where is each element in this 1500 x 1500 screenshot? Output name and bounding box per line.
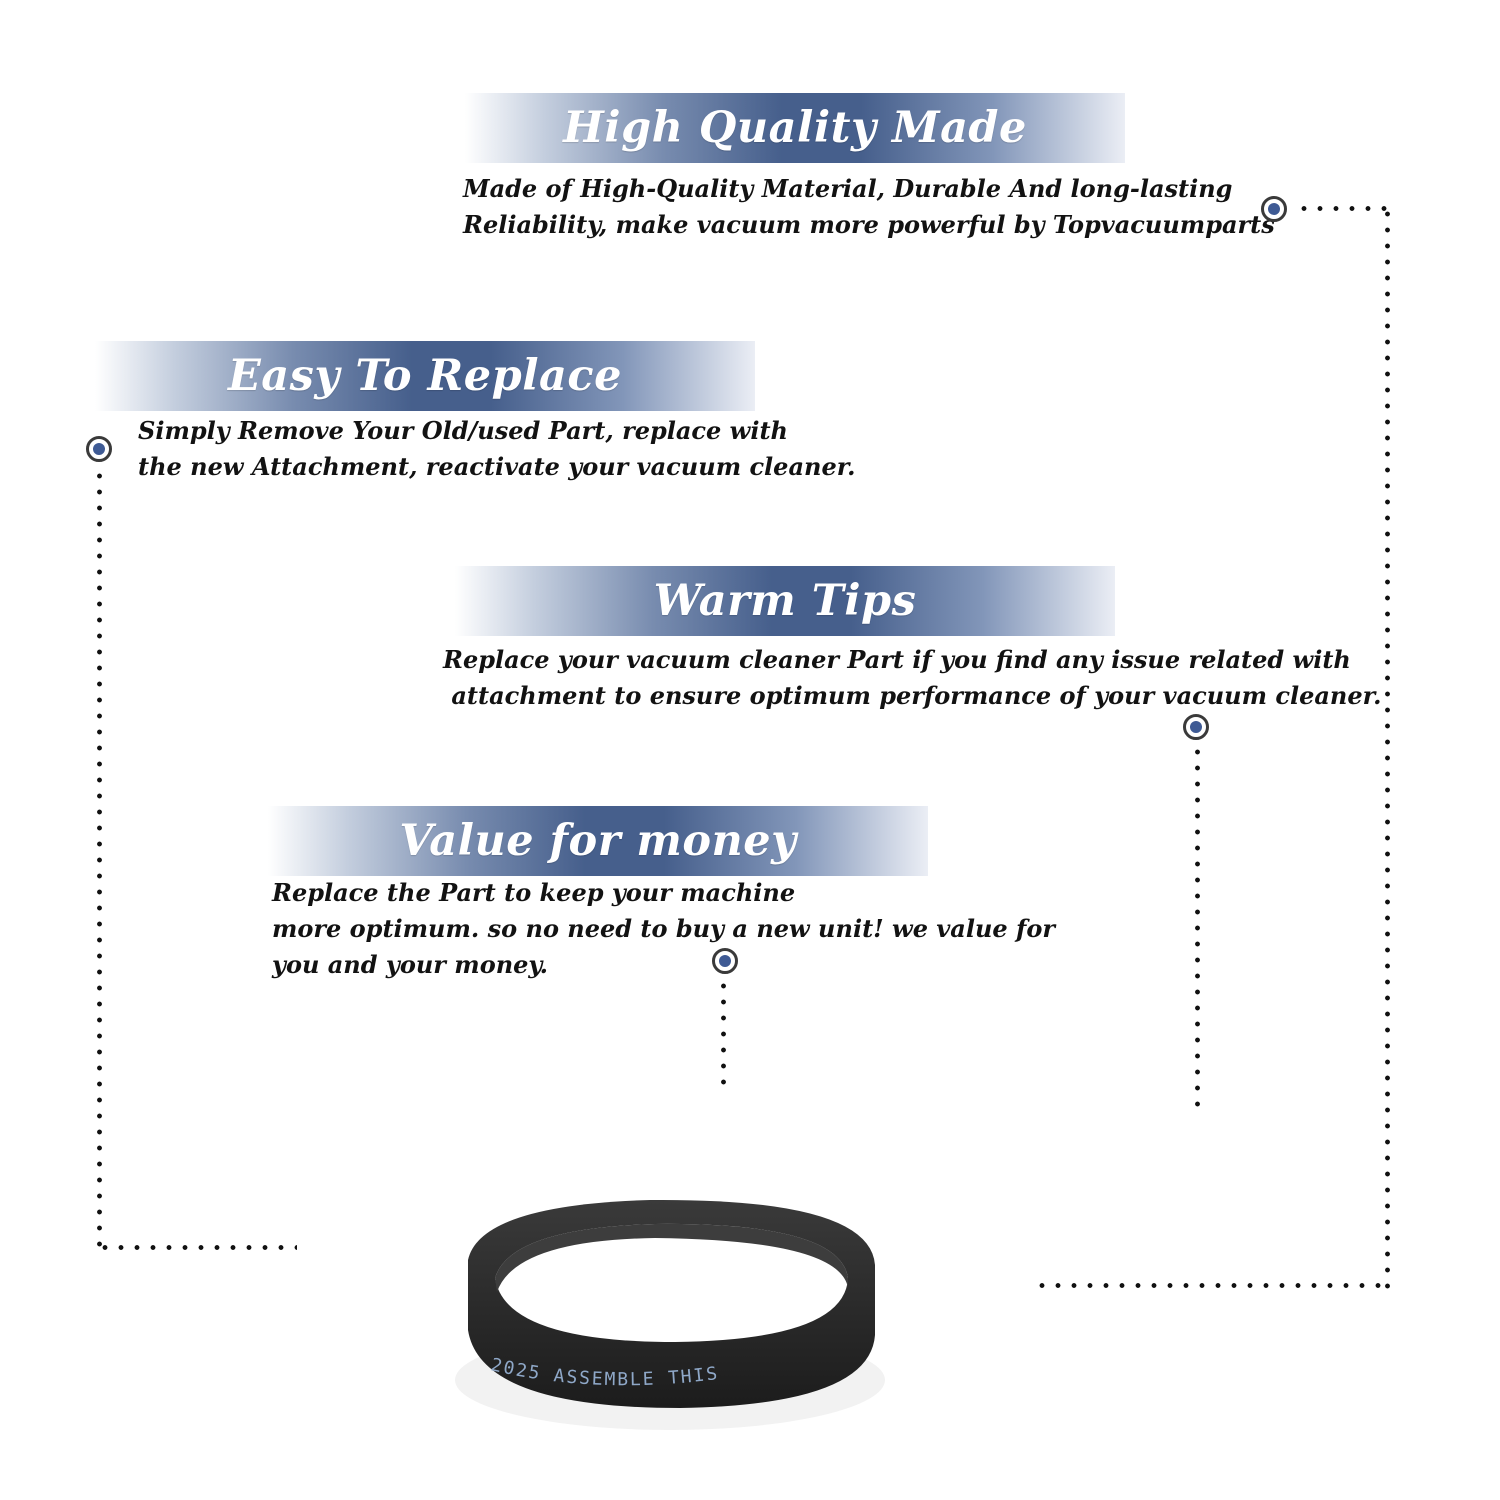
section-banner-high-quality: High Quality Made xyxy=(465,93,1125,163)
section-banner-easy-replace: Easy To Replace xyxy=(95,341,755,411)
marker-dot-icon xyxy=(712,948,738,974)
marker-dot-icon xyxy=(86,436,112,462)
section-title: Easy To Replace xyxy=(228,351,622,401)
dotted-connector xyxy=(1385,206,1390,1291)
section-description-warm-tips: Replace your vacuum cleaner Part if you … xyxy=(443,642,1381,714)
section-banner-warm-tips: Warm Tips xyxy=(455,566,1115,636)
dotted-connector xyxy=(721,978,726,1092)
vacuum-belt-image: 2025 ASSEMBLE THIS xyxy=(420,1180,900,1440)
description-line: the new Attachment, reactivate your vacu… xyxy=(138,452,856,481)
dotted-connector xyxy=(97,1245,297,1250)
description-line: attachment to ensure optimum performance… xyxy=(443,681,1382,710)
description-line: Replace your vacuum cleaner Part if you … xyxy=(443,645,1351,674)
section-title: High Quality Made xyxy=(563,103,1027,153)
section-description-value-money: Replace the Part to keep your machine mo… xyxy=(272,875,1055,983)
marker-dot-icon xyxy=(1261,196,1287,222)
description-line: Reliability, make vacuum more powerful b… xyxy=(463,210,1275,239)
dotted-connector xyxy=(1034,1283,1390,1288)
dotted-connector xyxy=(97,468,102,1250)
marker-dot-icon xyxy=(1183,714,1209,740)
description-line: more optimum. so no need to buy a new un… xyxy=(272,914,1055,943)
description-line: Simply Remove Your Old/used Part, replac… xyxy=(138,416,788,445)
section-title: Warm Tips xyxy=(653,576,917,626)
description-line: Made of High-Quality Material, Durable A… xyxy=(463,174,1233,203)
description-line: Replace the Part to keep your machine xyxy=(272,878,796,907)
dotted-connector xyxy=(1195,744,1200,1108)
dotted-connector xyxy=(1296,206,1390,211)
section-description-high-quality: Made of High-Quality Material, Durable A… xyxy=(463,171,1275,243)
description-line: you and your money. xyxy=(272,950,548,979)
section-title: Value for money xyxy=(399,816,797,866)
section-description-easy-replace: Simply Remove Your Old/used Part, replac… xyxy=(138,413,856,485)
section-banner-value-money: Value for money xyxy=(268,806,928,876)
belt-icon: 2025 ASSEMBLE THIS xyxy=(455,1199,885,1430)
